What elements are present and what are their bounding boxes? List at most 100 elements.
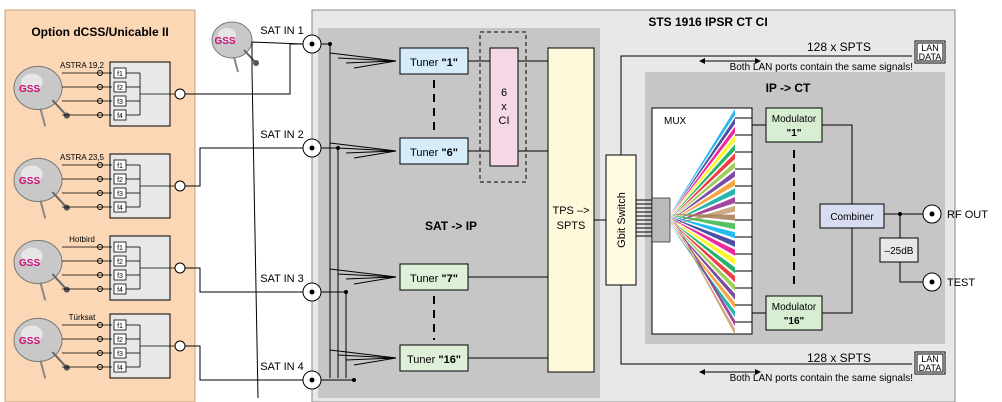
- svg-text:f1: f1: [117, 323, 123, 330]
- ci-count: 6: [501, 87, 507, 99]
- svg-text:f2: f2: [117, 337, 123, 344]
- tuner-1: Tuner "1": [399, 47, 469, 75]
- combiner-label: Combiner: [830, 212, 874, 223]
- gss-logo: GSS: [19, 84, 40, 95]
- f-connector-icon: [302, 138, 322, 158]
- mux-fan-ray: [670, 216, 735, 239]
- svg-text:Tuner "6": Tuner "6": [410, 147, 458, 159]
- svg-text:f3: f3: [117, 351, 123, 358]
- gss-logo: GSS: [214, 36, 235, 47]
- tps-spts-block: [547, 47, 595, 373]
- svg-text:f3: f3: [117, 99, 123, 106]
- svg-text:Tuner "16": Tuner "16": [407, 354, 461, 366]
- sat-input-1: SAT IN 1: [260, 25, 322, 54]
- sat-input-3: SAT IN 3: [260, 273, 322, 302]
- svg-text:SAT IN 1: SAT IN 1: [260, 25, 304, 37]
- gbit-switch-label: Gbit Switch: [616, 192, 628, 248]
- mux-fan-ray: [670, 214, 735, 327]
- svg-text:f4: f4: [117, 113, 123, 120]
- mux-fan-ray: [670, 218, 735, 256]
- svg-text:f4: f4: [117, 287, 123, 294]
- mux-fan-ray: [670, 223, 735, 300]
- svg-text:f2: f2: [117, 85, 123, 92]
- ci-x: x: [501, 101, 507, 113]
- sat-input-4: SAT IN 4: [260, 361, 322, 390]
- tps-label-1: TPS –>: [553, 205, 590, 217]
- test-label: TEST: [947, 277, 975, 289]
- f-connector-icon: [302, 370, 322, 390]
- lan-data-box-top: LAN DATA: [914, 40, 946, 64]
- attenuator: [879, 237, 919, 263]
- mux-fan-ray: [670, 170, 735, 221]
- mux-fan: [651, 109, 766, 335]
- mux-fan-ray: [670, 161, 735, 220]
- option-dish-label: ASTRA 23,5: [60, 153, 105, 162]
- lan-bottom-spts: 128 x SPTS: [807, 351, 871, 365]
- svg-text:f3: f3: [117, 191, 123, 198]
- sat-input-2: SAT IN 2: [260, 129, 322, 158]
- f-connector-icon: [302, 282, 322, 302]
- lan-data-box-bottom: LAN DATA: [914, 351, 946, 375]
- mux-fan-ray: [670, 126, 735, 216]
- mux-fan-ray: [670, 219, 735, 265]
- tuner-16: Tuner "16": [399, 344, 469, 372]
- gss-logo: GSS: [19, 336, 40, 347]
- mux-fan-ray: [670, 135, 735, 217]
- gss-logo: GSS: [19, 258, 40, 269]
- sat-ip-label: SAT -> IP: [425, 219, 477, 233]
- svg-text:DATA: DATA: [919, 52, 942, 62]
- mux-fan-ray: [670, 109, 735, 214]
- mux-fan-ray: [670, 144, 735, 218]
- option-panel-title: Option dCSS/Unicable II: [31, 25, 168, 39]
- tuner-7: Tuner "7": [399, 263, 469, 291]
- svg-text:Tuner "7": Tuner "7": [410, 273, 458, 285]
- mux-fan-ray: [670, 220, 735, 274]
- unit-title: STS 1916 IPSR CT CI: [648, 15, 767, 29]
- mux-fan-ray: [670, 214, 735, 221]
- mux-fan-ray: [670, 215, 735, 335]
- lan-bottom-note: Both LAN ports contain the same signals!: [730, 373, 913, 384]
- mux-label: MUX: [664, 116, 687, 127]
- test-connector-icon: [922, 272, 942, 292]
- svg-text:LAN: LAN: [921, 354, 939, 364]
- rf-out-label: RF OUT: [947, 209, 988, 221]
- option-dish-label: ASTRA 19,2: [60, 61, 105, 70]
- svg-text:f4: f4: [117, 205, 123, 212]
- svg-text:Modulator: Modulator: [772, 302, 817, 313]
- option-dish-label: Hotbird: [69, 235, 95, 244]
- svg-text:"1": "1": [786, 128, 801, 139]
- svg-text:f1: f1: [117, 245, 123, 252]
- tps-label-2: SPTS: [557, 220, 586, 232]
- mux-fan-ray: [670, 117, 735, 215]
- svg-text:Modulator: Modulator: [772, 114, 817, 125]
- svg-text:LAN: LAN: [921, 43, 939, 53]
- f-connector-icon: [302, 34, 322, 54]
- svg-text:"16": "16": [784, 316, 805, 327]
- main-satellite-dish-icon: GSS: [211, 21, 259, 399]
- svg-text:DATA: DATA: [919, 363, 942, 373]
- ci-dashed-frame: [479, 31, 527, 183]
- option-dish-1: GSS ASTRA 19,2 f1 f2 f3 f4: [13, 61, 186, 127]
- svg-text:f2: f2: [117, 177, 123, 184]
- mux-fan-ray: [670, 217, 735, 247]
- svg-text:f3: f3: [117, 273, 123, 280]
- mux-fan-ray: [670, 222, 735, 291]
- svg-text:SAT IN 2: SAT IN 2: [260, 129, 304, 141]
- svg-text:SAT IN 4: SAT IN 4: [260, 361, 304, 373]
- svg-text:SAT IN 3: SAT IN 3: [260, 273, 304, 285]
- gbit-switch: [605, 154, 637, 286]
- ip-ct-label: IP -> CT: [766, 81, 811, 95]
- mux-fan-ray: [670, 221, 735, 283]
- tuner-6: Tuner "6": [399, 137, 469, 165]
- svg-text:f1: f1: [117, 71, 123, 78]
- ci-block: [489, 47, 519, 167]
- mux-fan-ray: [670, 215, 735, 230]
- mux-fan-ray: [670, 205, 735, 225]
- rf-out-connector-icon: [922, 204, 942, 224]
- modulator-16: Modulator "16": [765, 295, 823, 331]
- lan-top-note: Both LAN ports contain the same signals!: [730, 62, 913, 73]
